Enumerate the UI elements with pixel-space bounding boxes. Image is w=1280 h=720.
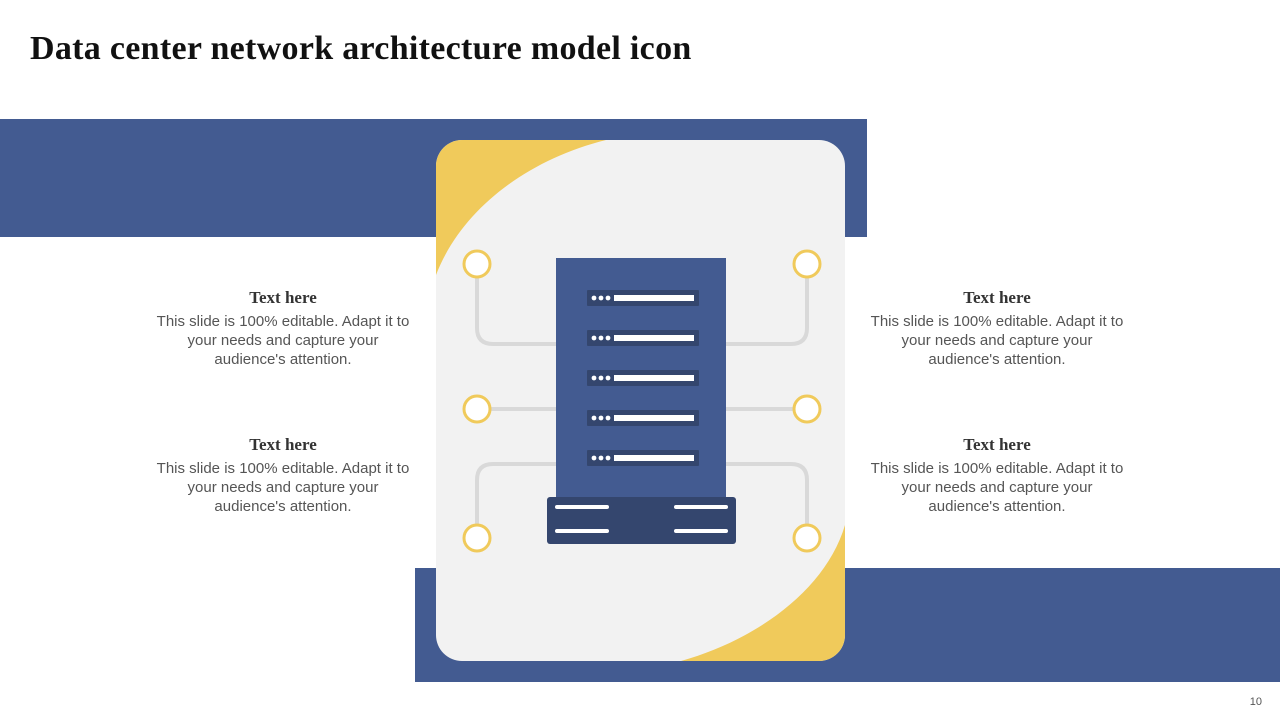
- network-node-icon: [792, 523, 822, 553]
- connector-line-top-right: [724, 276, 809, 346]
- accent-swoosh-top-left: [436, 140, 606, 275]
- text-block-bottom-left: Text here This slide is 100% editable. A…: [153, 435, 413, 516]
- slide-title: Data center network architecture model i…: [30, 30, 692, 67]
- server-unit: [587, 330, 699, 346]
- center-card: [436, 140, 845, 661]
- connector-line-bottom-right: [724, 462, 809, 526]
- network-node-icon: [792, 394, 822, 424]
- text-block-top-right: Text here This slide is 100% editable. A…: [867, 288, 1127, 369]
- text-block-heading: Text here: [963, 288, 1031, 307]
- server-unit: [587, 370, 699, 386]
- server-unit: [587, 410, 699, 426]
- text-block-heading: Text here: [249, 288, 317, 307]
- network-node-icon: [462, 249, 492, 279]
- text-block-body: This slide is 100% editable. Adapt it to…: [156, 313, 410, 368]
- server-unit: [587, 450, 699, 466]
- server-network-illustration: [436, 140, 845, 661]
- network-node-icon: [462, 394, 492, 424]
- text-block-heading: Text here: [963, 435, 1031, 454]
- slide-number: 10: [1249, 696, 1262, 708]
- text-block-body: This slide is 100% editable. Adapt it to…: [156, 460, 410, 515]
- accent-swoosh-bottom-right: [681, 525, 845, 661]
- text-block-top-left: Text here This slide is 100% editable. A…: [153, 288, 413, 369]
- text-block-body: This slide is 100% editable. Adapt it to…: [870, 313, 1124, 368]
- connector-line-top-left: [475, 276, 560, 346]
- connector-line-bottom-left: [475, 462, 560, 526]
- server-rack-base: [547, 497, 736, 544]
- text-block-heading: Text here: [249, 435, 317, 454]
- server-rack-icon: [547, 258, 736, 544]
- text-block-bottom-right: Text here This slide is 100% editable. A…: [867, 435, 1127, 516]
- server-unit: [587, 290, 699, 306]
- network-node-icon: [462, 523, 492, 553]
- network-node-icon: [792, 249, 822, 279]
- text-block-body: This slide is 100% editable. Adapt it to…: [870, 460, 1124, 515]
